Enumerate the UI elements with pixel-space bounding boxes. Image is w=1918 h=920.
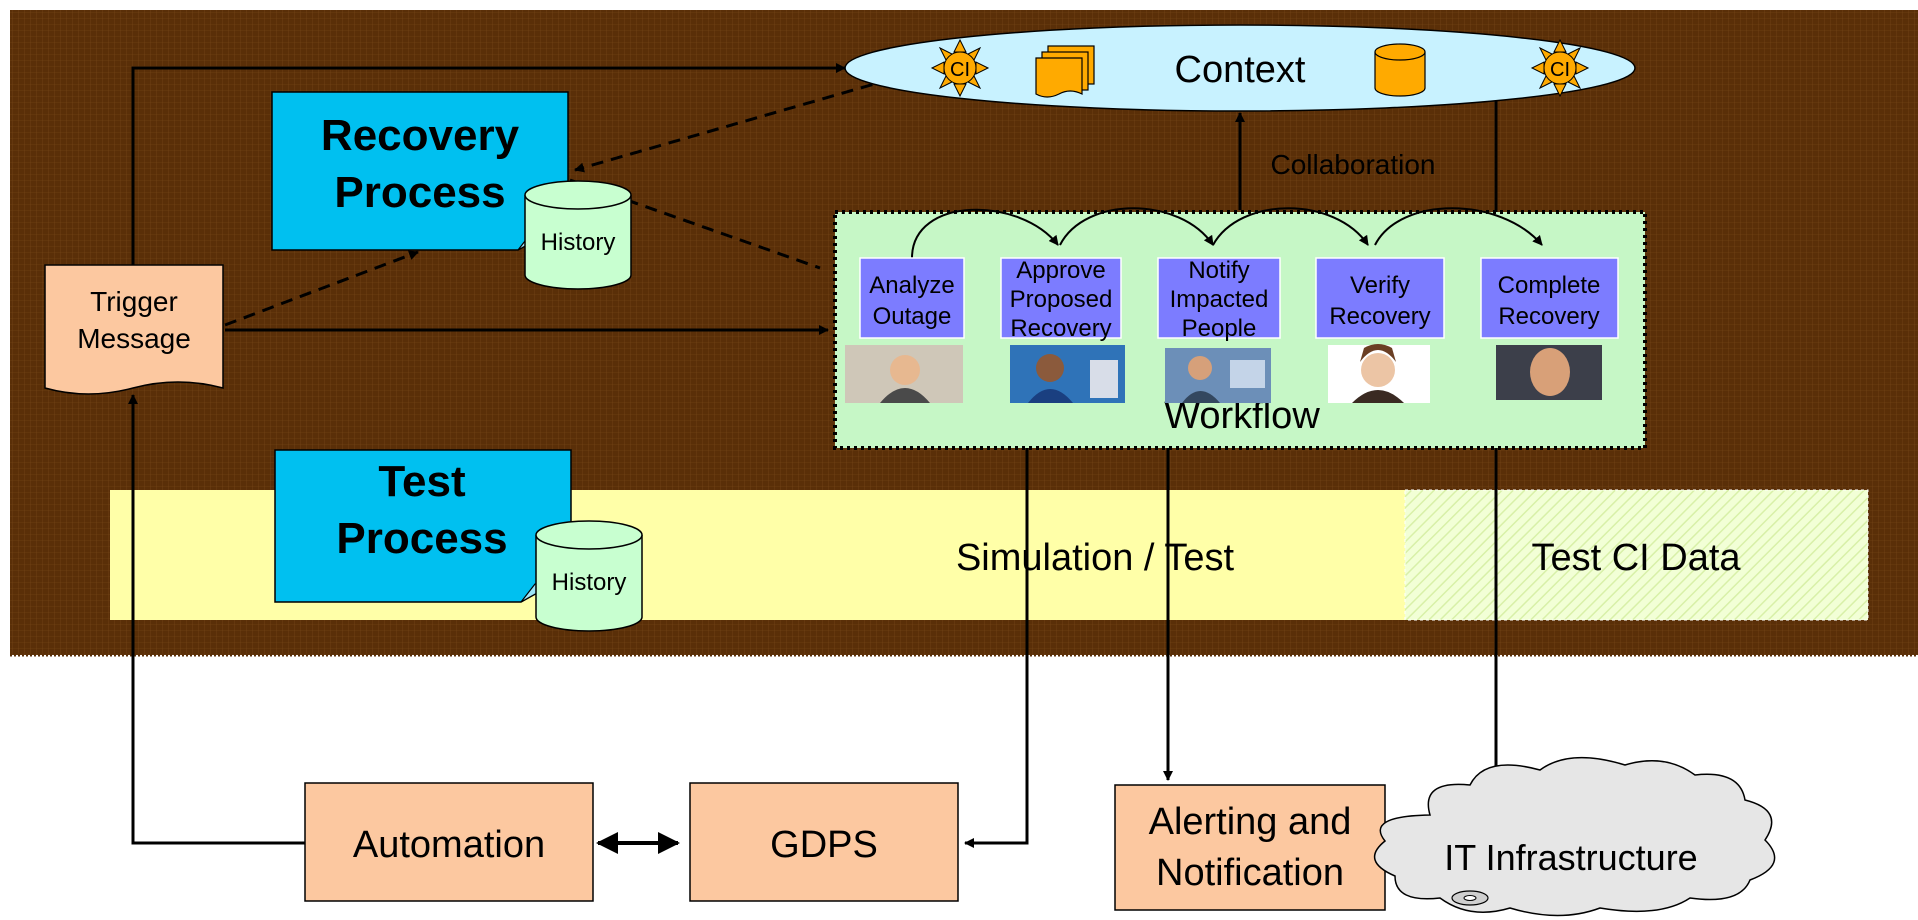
svg-text:Automation: Automation (353, 824, 545, 866)
svg-text:Outage: Outage (873, 303, 952, 330)
simulation-test-label: Simulation / Test (956, 537, 1235, 579)
ci-sun-icon: CI (1530, 38, 1590, 98)
test-ci-data-bar (1404, 489, 1869, 621)
svg-text:Notify: Notify (1188, 257, 1249, 284)
svg-text:Message: Message (77, 323, 191, 354)
step-complete-recovery: Complete Recovery (1480, 257, 1619, 339)
test-ci-data-label: Test CI Data (1531, 537, 1741, 579)
step-verify-recovery: Verify Recovery (1315, 257, 1445, 339)
svg-text:Recovery: Recovery (1498, 303, 1599, 330)
database-icon (1374, 43, 1426, 97)
documents-icon (1035, 45, 1095, 98)
svg-text:Notification: Notification (1156, 852, 1344, 894)
step-analyze-outage: Analyze Outage (859, 257, 965, 339)
svg-text:Recovery: Recovery (321, 111, 520, 160)
svg-text:Test: Test (378, 457, 466, 506)
svg-text:Impacted: Impacted (1170, 286, 1269, 313)
svg-text:Process: Process (334, 168, 505, 217)
recovery-history-db: History (524, 180, 632, 290)
context-label: Context (1175, 49, 1306, 91)
svg-text:Complete: Complete (1498, 272, 1601, 299)
trigger-message: Trigger Message (44, 264, 224, 395)
person-photo (845, 345, 963, 403)
person-photo (1165, 348, 1271, 403)
svg-text:GDPS: GDPS (770, 824, 878, 866)
recovery-process-box: Recovery Process (271, 91, 569, 251)
svg-text:Recovery: Recovery (1010, 315, 1111, 342)
test-process-box: Test Process (274, 449, 572, 603)
svg-text:CI: CI (1550, 59, 1570, 81)
svg-text:Approve: Approve (1016, 257, 1105, 284)
svg-text:History: History (552, 569, 627, 596)
workflow-to-gdps-line (964, 448, 1029, 848)
person-photo (1496, 345, 1602, 400)
context-to-recovery-dashed (574, 66, 931, 173)
automation-to-trigger-line (128, 394, 305, 845)
collaboration-label: Collaboration (1271, 149, 1436, 180)
svg-text:Recovery: Recovery (1329, 303, 1430, 330)
step-approve-proposed-recovery: Approve Proposed Recovery (1000, 257, 1122, 342)
alerting-notification-box: Alerting and Notification (1114, 784, 1386, 911)
automation-box: Automation (304, 782, 594, 902)
it-infrastructure-cloud: IT Infrastructure (1373, 756, 1776, 917)
step-notify-impacted-people: Notify Impacted People (1157, 257, 1281, 342)
svg-text:Proposed: Proposed (1010, 286, 1113, 313)
workflow-steps: Analyze Outage Approve Proposed Recovery… (859, 257, 1619, 342)
trigger-to-recovery-dashed (224, 250, 419, 327)
svg-text:History: History (541, 229, 616, 256)
svg-text:Trigger: Trigger (90, 286, 178, 317)
svg-text:Process: Process (336, 514, 507, 563)
svg-text:Analyze: Analyze (869, 272, 954, 299)
ci-sun-icon: CI (930, 38, 990, 98)
svg-text:Verify: Verify (1350, 272, 1410, 299)
context-cloud: CI Context CI (844, 24, 1636, 112)
trigger-to-context-line (131, 63, 846, 265)
svg-text:CI: CI (950, 59, 970, 81)
person-photo (1328, 344, 1430, 403)
svg-text:Alerting and: Alerting and (1149, 801, 1352, 843)
svg-text:IT Infrastructure: IT Infrastructure (1444, 837, 1697, 878)
test-history-db: History (535, 520, 643, 632)
person-photo (1010, 345, 1125, 403)
gdps-box: GDPS (689, 782, 959, 902)
svg-text:People: People (1182, 315, 1257, 342)
disk-icon (1451, 890, 1489, 906)
